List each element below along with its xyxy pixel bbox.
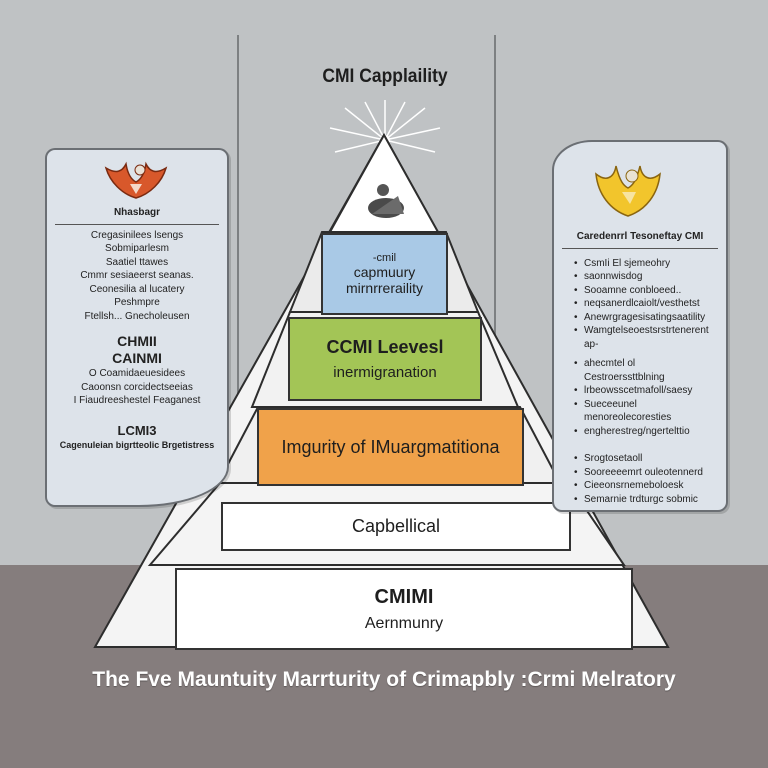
right-card-bullet: Wamgtelseoestsrstrtenerent (574, 324, 718, 338)
right-card-bullet: Anewrgragesisatingsaatility (574, 311, 718, 325)
tier-orange: Imgurity of IMuargmatitiona (257, 408, 524, 486)
left-card-bold3: LCMI3 (117, 422, 157, 438)
tier-blue-line3: mirnrreraility (346, 280, 423, 296)
right-card-bullet: neqsanerdlcaiolt/vesthetst (574, 297, 718, 311)
diagram-title: CMI Capplaility (322, 66, 448, 87)
left-card-line: Saatiel ttawes (105, 256, 169, 268)
right-card-bullet: engherestreg/ngertelttio (574, 425, 718, 439)
left-card-line: Ceonesilia al lucatery (89, 283, 185, 295)
figure-icon (368, 184, 404, 218)
right-card-bullet: Srogtosetaoll (574, 452, 718, 466)
tier-base-line1: CMIMI (374, 585, 434, 608)
phoenix-icon (104, 161, 168, 199)
left-card-bold2: CAINMI (112, 350, 162, 366)
tier-blue-line2: capmuury (353, 264, 416, 280)
phoenix-icon (595, 165, 661, 217)
left-card-footer: Cagenuleian bigrtteolic Brgetistress (59, 439, 215, 450)
right-card-bullet: lrbeowsscetmafoll/saesy (574, 384, 718, 398)
tier-green-line1: CCMI Leevesl (326, 337, 444, 357)
tier-green-line2: inermigranation (333, 364, 437, 381)
right-card-bullet: ahecmtel ol Cestroerssttblning (574, 357, 718, 384)
right-info-card: Caredenrrl Tesoneftay CMI CsmIi El sjeme… (552, 140, 728, 512)
right-card-bullet: Sueceeunel menoreolecoresties (574, 398, 718, 425)
right-card-bullet: Semarnie trdturgc sobmic (574, 493, 718, 507)
tier-green: CCMI Leevesl inermigranation (288, 317, 482, 401)
left-card-line: Caoonsn corcidectseeias (81, 381, 193, 393)
left-card-line: Cregasinilees lsengs (90, 229, 184, 241)
right-card-heading: Caredenrrl Tesoneftay CMI (576, 231, 704, 242)
left-card-line: Peshmpre (114, 297, 160, 308)
left-info-card: Nhasbagr Cregasinilees lsengs Sobmiparle… (45, 148, 229, 507)
left-card-line: Ftellsh... Gnecholeusen (84, 310, 190, 322)
tier-white-line1: Capbellical (351, 516, 441, 536)
tier-orange-line1: Imgurity of IMuargmatitiona (281, 436, 500, 457)
wall-divider-left (237, 35, 239, 565)
tier-blue-line1: -cmil (372, 252, 397, 264)
right-card-bullet: Sooamne conbloeed.. (574, 284, 718, 298)
tier-blue: -cmil capmuury mirnrreraility (321, 233, 448, 315)
diagram-caption: The Fve Mauntuity Marrturity of Crimapbl… (92, 668, 676, 691)
right-card-bullet: CsmIi El sjemeohry (574, 257, 718, 271)
left-card-divider (55, 223, 219, 225)
right-card-divider (562, 247, 718, 249)
left-card-bold1: CHMII (117, 333, 157, 349)
right-card-line: ap- (584, 338, 599, 350)
right-card-bullet: saonnwisdog (574, 270, 718, 284)
tier-base-line2: Aernmunry (364, 614, 444, 632)
right-card-bullet: Sooreeeemrt ouleotennerd (574, 466, 718, 480)
right-card-bullet: Cieeonsrnemeboloesk (574, 479, 718, 493)
left-card-line: Cmmr sesiaeerst seanas. (80, 270, 194, 281)
tier-base: CMIMI Aernmunry (175, 568, 633, 650)
left-card-line: Sobmiparlesm (105, 243, 169, 254)
left-card-heading: Nhasbagr (113, 207, 161, 218)
left-card-line: O Coamidaeuesidees (88, 368, 186, 379)
wall-divider-right (494, 35, 496, 565)
left-card-line: I Fiaudreeshestel Feaganest (73, 395, 201, 406)
tier-white: Capbellical (221, 502, 571, 551)
